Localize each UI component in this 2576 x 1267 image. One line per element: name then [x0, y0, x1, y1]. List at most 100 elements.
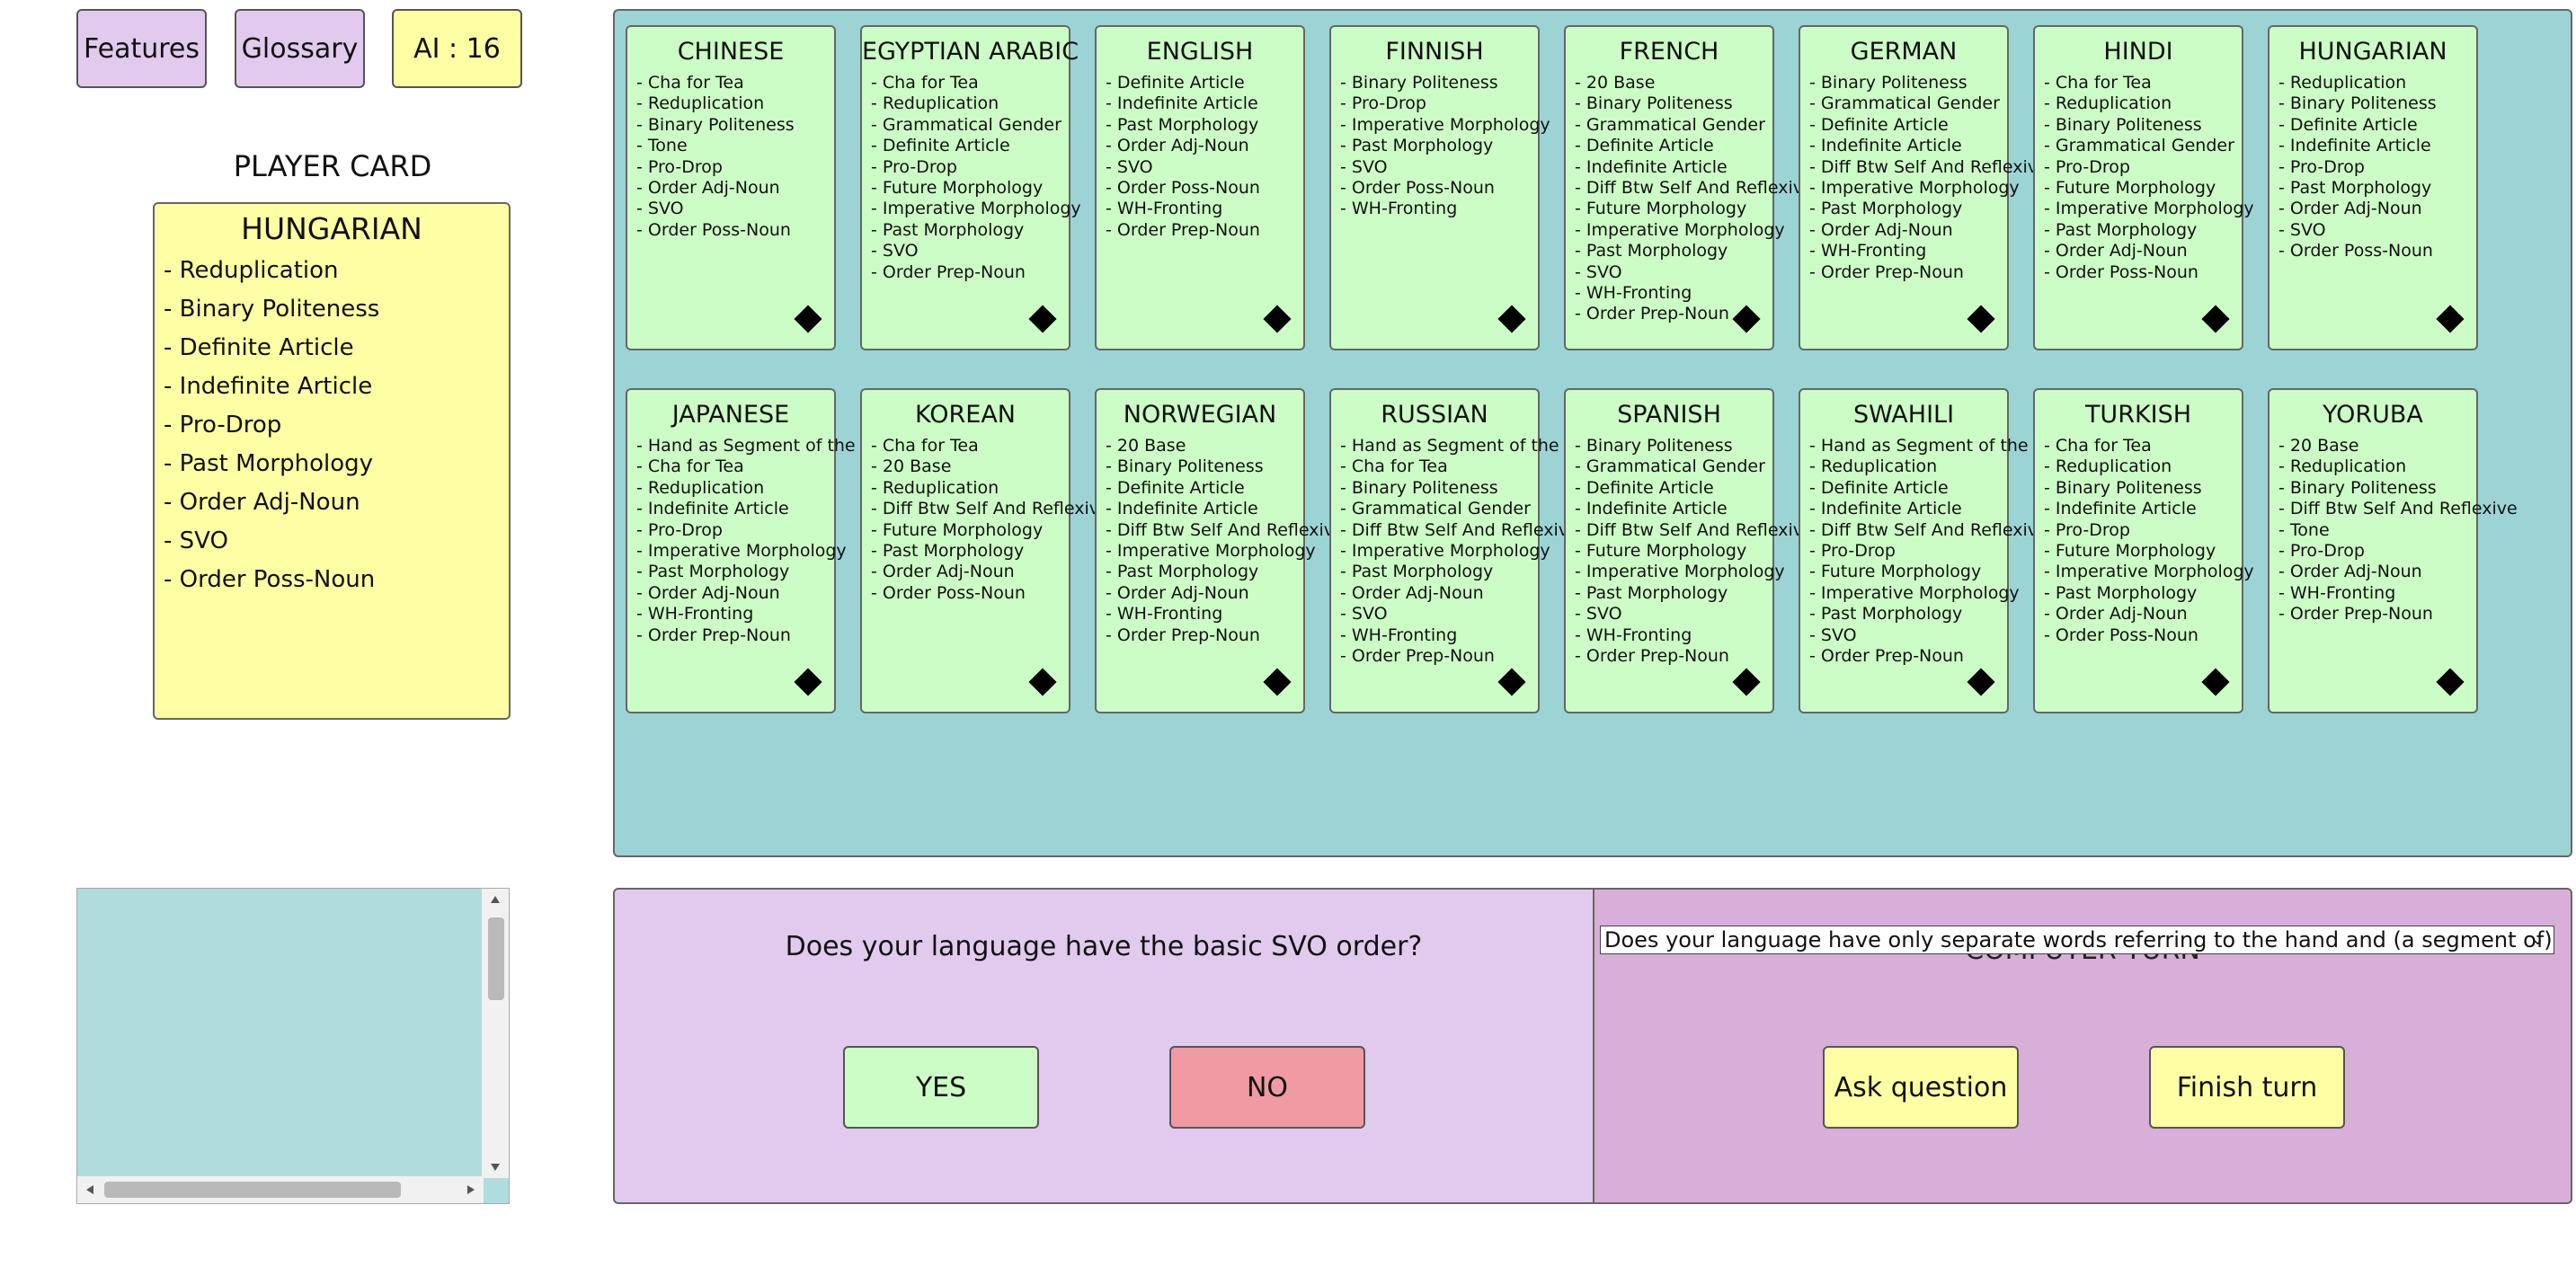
- diamond-icon: [1967, 305, 1995, 333]
- vertical-scroll-thumb[interactable]: [488, 917, 504, 1000]
- language-card-feature: - Binary Politeness: [2044, 477, 2202, 498]
- no-button[interactable]: NO: [1169, 1046, 1365, 1129]
- language-card-feature: - Order Adj-Noun: [871, 562, 1015, 582]
- language-card-finnish[interactable]: FINNISH- Binary Politeness- Pro-Drop- Im…: [1329, 25, 1550, 350]
- language-card-feature: - Definite Article: [1809, 477, 1949, 498]
- language-card-feature: - Grammatical Gender: [1340, 499, 1531, 519]
- language-card-feature: - Indefinite Article: [1575, 156, 1728, 177]
- language-card-features: - Hand as Segment of the Arm- Cha for Te…: [1331, 436, 1600, 667]
- player-card-language: HUNGARIAN: [241, 211, 422, 246]
- language-card-feature: - Imperative Morphology: [1809, 178, 2020, 199]
- language-card-japanese[interactable]: JAPANESE- Hand as Segment of the Arm- Ch…: [626, 388, 896, 713]
- language-card-feature: - Definite Article: [871, 136, 1010, 156]
- yes-button[interactable]: YES: [843, 1046, 1039, 1129]
- language-card-feature: - Diff Btw Self And Reflexive: [1809, 156, 2048, 177]
- language-board: CHINESE- Cha for Tea- Reduplication- Bin…: [613, 9, 2572, 857]
- language-card-feature: - Order Adj-Noun: [1106, 136, 1249, 156]
- language-card-feature: - Order Prep-Noun: [1575, 646, 1729, 667]
- language-card-feature: - SVO: [871, 241, 919, 261]
- language-card-feature: - Indefinite Article: [1106, 93, 1258, 114]
- horizontal-scrollbar[interactable]: [77, 1176, 484, 1203]
- language-card-feature: - Definite Article: [1809, 114, 1949, 135]
- language-card-feature: - Reduplication: [871, 477, 999, 498]
- language-card-spanish[interactable]: SPANISH - Binary Politeness- Grammatical …: [1564, 388, 1814, 713]
- language-card-features: - Reduplication- Binary Politeness- Defi…: [2270, 73, 2476, 262]
- language-card-feature: - Past Morphology: [1575, 582, 1728, 603]
- log-panel[interactable]: [76, 888, 510, 1204]
- scroll-up-arrow-icon[interactable]: [491, 896, 500, 903]
- language-card-feature: - WH-Fronting: [1340, 625, 1458, 645]
- language-card-turkish[interactable]: TURKISH- Cha for Tea- Reduplication- Bin…: [2033, 388, 2254, 713]
- question-text: Does your language have the basic SVO or…: [785, 931, 1423, 962]
- horizontal-scroll-thumb[interactable]: [104, 1182, 401, 1198]
- language-card-feature: - Future Morphology: [871, 519, 1044, 540]
- language-card-feature: - Pro-Drop: [2278, 156, 2365, 177]
- language-card-feature: - Past Morphology: [1340, 136, 1494, 156]
- language-card-swahili[interactable]: SWAHILI- Hand as Segment of the Arm- Red…: [1799, 388, 2069, 713]
- language-card-feature: - Tone: [2278, 519, 2330, 540]
- language-card-name: SPANISH: [1617, 401, 1721, 429]
- language-card-feature: - Order Poss-Noun: [636, 219, 791, 240]
- language-card-feature: - SVO: [1106, 156, 1153, 177]
- language-card-english[interactable]: ENGLISH- Definite Article- Indefinite Ar…: [1095, 25, 1305, 350]
- diamond-icon: [1028, 305, 1057, 333]
- language-card-name: HUNGARIAN: [2298, 38, 2447, 66]
- language-card-hungarian[interactable]: HUNGARIAN - Reduplication- Binary Politen…: [2268, 25, 2478, 350]
- language-card-feature: - Order Adj-Noun: [2044, 241, 2188, 261]
- language-card-feature: - Binary Politeness: [2278, 93, 2437, 114]
- language-card-german[interactable]: GERMAN- Binary Politeness- Grammatical G…: [1799, 25, 2048, 350]
- language-card-feature: - Past Morphology: [1809, 199, 1963, 219]
- scroll-right-arrow-icon[interactable]: [467, 1185, 475, 1194]
- language-card-name: SWAHILI: [1852, 401, 1955, 429]
- language-card-feature: - SVO: [2278, 219, 2326, 240]
- language-card-french[interactable]: FRENCH- 20 Base- Binary Politeness- Gram…: [1564, 25, 1814, 350]
- language-card-feature: - Pro-Drop: [636, 156, 723, 177]
- language-card-yoruba[interactable]: YORUBA- 20 Base- Reduplication- Binary P…: [2268, 388, 2518, 713]
- language-card-feature: - Binary Politeness: [1340, 477, 1498, 498]
- language-card-hindi[interactable]: HINDI- Cha for Tea- Reduplication- Binar…: [2033, 25, 2254, 350]
- question-select[interactable]: Does your language have only separate wo…: [1600, 926, 2554, 954]
- diamond-icon: [1967, 668, 1995, 696]
- ai-counter-button[interactable]: AI : 16: [392, 9, 522, 88]
- language-card-feature: - Order Poss-Noun: [2278, 241, 2433, 261]
- language-card-feature: - Order Prep-Noun: [1106, 219, 1260, 240]
- diamond-icon: [1263, 305, 1292, 333]
- language-card-feature: - Reduplication: [2044, 456, 2172, 477]
- language-card-feature: - Binary Politeness: [2278, 477, 2437, 498]
- language-card-feature: - Grammatical Gender: [1575, 456, 1765, 477]
- language-card-feature: - Order Prep-Noun: [636, 625, 791, 645]
- language-card-egyptian-arabic[interactable]: EGYPTIAN ARABIC- Cha for Tea- Reduplicat…: [860, 25, 1081, 350]
- language-card-feature: - SVO: [1340, 604, 1388, 625]
- glossary-button[interactable]: Glossary: [235, 9, 365, 88]
- features-button[interactable]: Features: [76, 9, 207, 88]
- language-card-norwegian[interactable]: NORWEGIAN- 20 Base- Binary Politeness- D…: [1095, 388, 1345, 713]
- language-card-feature: - Order Adj-Noun: [636, 178, 780, 199]
- ask-question-button[interactable]: Ask question: [1823, 1046, 2019, 1129]
- language-card-feature: - Reduplication: [636, 93, 765, 114]
- language-card-feature: - Order Prep-Noun: [1575, 304, 1729, 324]
- language-card-feature: - Order Prep-Noun: [2278, 604, 2433, 625]
- language-card-feature: - Order Adj-Noun: [1340, 582, 1484, 603]
- language-card-name: HINDI: [2103, 38, 2173, 66]
- language-card-feature: - Indefinite Article: [2044, 499, 2197, 519]
- player-feature-list: - Reduplication- Binary Politeness- Defi…: [155, 252, 509, 599]
- language-card-russian[interactable]: RUSSIAN- Hand as Segment of the Arm- Cha…: [1329, 388, 1600, 713]
- finish-turn-button[interactable]: Finish turn: [2149, 1046, 2345, 1129]
- vertical-scrollbar[interactable]: [482, 889, 509, 1178]
- player-feature-item: - Definite Article: [164, 334, 354, 361]
- language-card-feature: - Future Morphology: [1575, 199, 1747, 219]
- language-card-feature: - 20 Base: [1106, 436, 1186, 456]
- language-card-name: JAPANESE: [671, 401, 790, 429]
- language-card-feature: - Binary Politeness: [1575, 436, 1733, 456]
- language-card-feature: - Binary Politeness: [2044, 114, 2202, 135]
- diamond-icon: [1497, 305, 1526, 333]
- scroll-down-arrow-icon[interactable]: [491, 1164, 500, 1171]
- language-card-korean[interactable]: KOREAN- Cha for Tea- 20 Base- Reduplicat…: [860, 388, 1110, 713]
- language-card-feature: - Imperative Morphology: [1106, 541, 1316, 562]
- language-card-feature: - Past Morphology: [1809, 604, 1963, 625]
- language-card-feature: - Order Adj-Noun: [1809, 219, 1953, 240]
- language-card-feature: - Pro-Drop: [2044, 519, 2130, 540]
- scroll-left-arrow-icon[interactable]: [86, 1185, 93, 1194]
- language-card-feature: - Imperative Morphology: [1575, 562, 1785, 582]
- language-card-chinese[interactable]: CHINESE- Cha for Tea- Reduplication- Bin…: [626, 25, 836, 350]
